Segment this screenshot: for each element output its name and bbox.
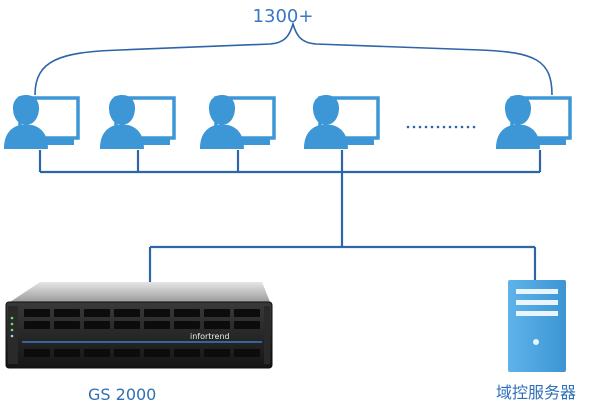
client-network-lines (38, 150, 542, 283)
server-name-label: 域控服务器 (496, 383, 577, 402)
client-workstation-3 (200, 95, 276, 149)
storage-name-label: GS 2000 (88, 385, 157, 404)
tower-server-icon (508, 280, 566, 372)
group-brace (34, 21, 553, 96)
storage-array-icon: infortrend (5, 282, 273, 369)
client-workstation-2 (100, 95, 176, 149)
user-icon (496, 95, 540, 149)
client-workstation-5 (496, 95, 572, 149)
user-icon (200, 95, 244, 149)
user-icon (304, 95, 348, 149)
user-icon (100, 95, 144, 149)
client-workstation-1 (4, 95, 80, 149)
ellipsis-dots (406, 125, 476, 129)
user-icon (4, 95, 48, 149)
brand-logo: infortrend (190, 332, 230, 341)
client-count-label: 1300+ (252, 6, 314, 27)
client-workstation-4 (304, 95, 380, 149)
